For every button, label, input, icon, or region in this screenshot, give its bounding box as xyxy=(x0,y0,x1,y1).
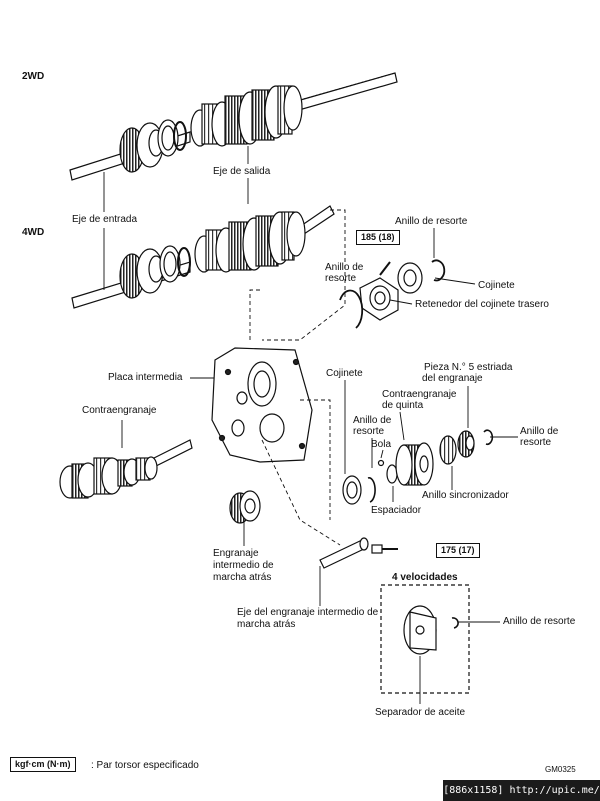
label-pieza-2: del engranaje xyxy=(422,373,483,384)
label-contra-quinta-1: Contraengranaje xyxy=(382,389,457,400)
shaft-2wd xyxy=(69,72,398,181)
label-anillo-right-1: Anillo de xyxy=(520,426,559,437)
label-anillo-bottom: Anillo de resorte xyxy=(503,616,576,627)
section-4wd-label: 4WD xyxy=(22,227,45,238)
label-retenedor: Retenedor del cojinete trasero xyxy=(415,299,549,310)
label-bola: Bola xyxy=(371,439,392,450)
label-anillo-left-2: resorte xyxy=(325,273,357,284)
leader-lines xyxy=(103,146,518,704)
label-espaciador: Espaciador xyxy=(371,505,422,516)
label-eje-entrada: Eje de entrada xyxy=(72,214,138,225)
label-separador-aceite: Separador de aceite xyxy=(375,707,466,718)
torque-box-top: 185 (18) xyxy=(356,230,400,245)
bearing-retainer-group xyxy=(339,259,446,329)
counter-gear xyxy=(59,439,193,499)
label-cojinete-mid: Cojinete xyxy=(326,368,363,379)
label-contraengranaje: Contraengranaje xyxy=(82,405,157,416)
label-anillo-sincronizador: Anillo sincronizador xyxy=(422,490,509,501)
oil-separator-group xyxy=(380,584,470,694)
label-eje-engranaje-1: Eje del engranaje intermedio de xyxy=(237,607,379,618)
label-4-velocidades: 4 velocidades xyxy=(392,572,458,583)
label-anillo-left-1: Anillo de xyxy=(325,262,364,273)
label-engranaje-3: marcha atrás xyxy=(213,572,272,583)
label-anillo-resorte-top: Anillo de resorte xyxy=(395,216,468,227)
label-eje-engranaje-2: marcha atrás xyxy=(237,619,296,630)
torque-box-bottom: 175 (17) xyxy=(436,543,480,558)
label-engranaje-2: intermedio de xyxy=(213,560,274,571)
label-anillo-mid-1: Anillo de xyxy=(353,415,392,426)
label-pieza-1: Pieza N.° 5 estriada xyxy=(424,362,513,373)
label-eje-salida: Eje de salida xyxy=(213,166,271,177)
section-2wd-label: 2WD xyxy=(22,71,45,82)
image-host-footer: [886x1158] http://upic.me/ xyxy=(443,780,600,801)
fifth-gear-group xyxy=(342,429,494,505)
idler-shaft xyxy=(319,537,398,569)
intermediate-plate xyxy=(211,347,313,463)
label-engranaje-1: Engranaje xyxy=(213,548,259,559)
figure-code: GM0325 xyxy=(545,765,576,774)
label-anillo-right-2: resorte xyxy=(520,437,552,448)
label-cojinete-top: Cojinete xyxy=(478,280,515,291)
label-anillo-mid-2: resorte xyxy=(353,426,385,437)
shaft-4wd xyxy=(71,205,335,309)
assembly-guides xyxy=(249,209,346,546)
reverse-idler-gear xyxy=(229,490,261,524)
label-contra-quinta-2: de quinta xyxy=(382,400,424,411)
legend-text: : Par torsor especificado xyxy=(91,760,199,771)
label-placa-intermedia: Placa intermedia xyxy=(108,372,183,383)
legend-box: kgf·cm (N·m) xyxy=(10,757,76,772)
